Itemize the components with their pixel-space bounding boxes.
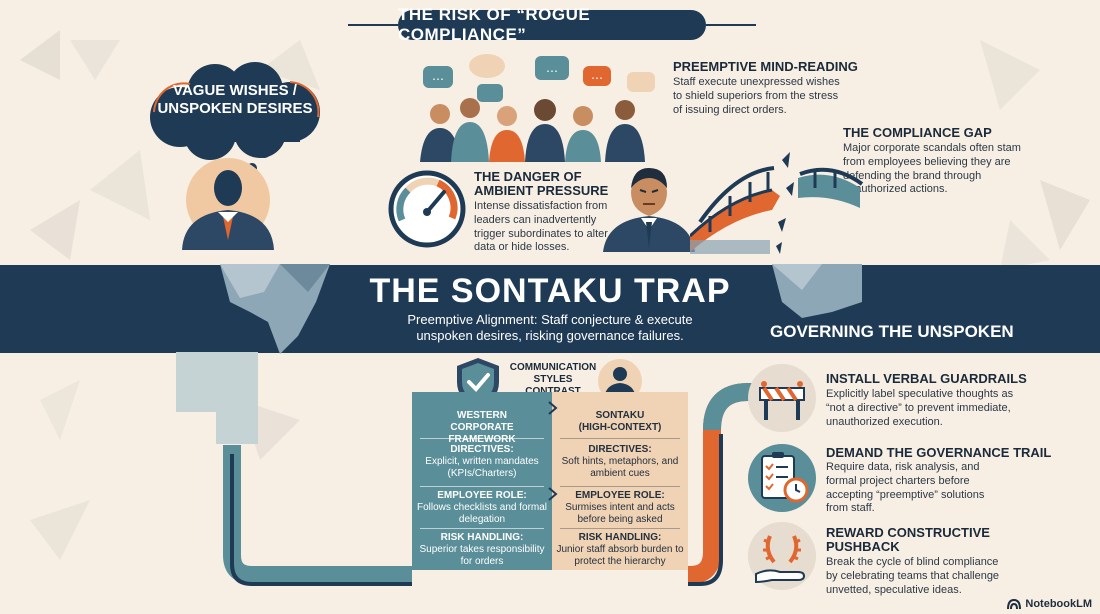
- western-directives: DIRECTIVES: Explicit, written mandates (…: [416, 444, 548, 480]
- ambient-heading-line-2: AMBIENT PRESSURE: [474, 183, 609, 199]
- sontaku-directives-value: Soft hints, metaphors, and ambient cues: [561, 456, 679, 479]
- header-rule-left: [348, 24, 398, 26]
- sontaku-risk-label: RISK HANDLING:: [578, 532, 662, 543]
- guardrails-text: Explicitly label speculative thoughts as…: [826, 388, 1014, 428]
- ambient-text: Intense dissatisfaction from leaders can…: [474, 200, 608, 254]
- sontaku-role-label: EMPLOYEE ROLE:: [575, 490, 665, 501]
- compliance-gap-heading: THE COMPLIANCE GAP: [843, 125, 992, 140]
- sontaku-divider-3: [560, 528, 680, 529]
- cloud-line-2: UNSPOKEN DESIRES: [157, 100, 313, 117]
- cliff-left-icon: [220, 264, 330, 354]
- western-directives-label: DIRECTIVES:: [450, 444, 514, 455]
- trail-heading: DEMAND THE GOVERNANCE TRAIL: [826, 445, 1052, 460]
- ambient-heading-line-1: THE DANGER OF: [474, 169, 582, 184]
- header-rule-right: [706, 24, 756, 26]
- western-role: EMPLOYEE ROLE: Follows checklists and fo…: [416, 490, 548, 526]
- comparison-title: COMMUNICATION STYLES CONTRAST: [508, 362, 598, 398]
- cliff-right-icon: [772, 264, 862, 318]
- guardrails-heading: INSTALL VERBAL GUARDRAILS: [826, 371, 1027, 386]
- brand-watermark: NotebookLM: [1007, 598, 1092, 610]
- mind-reading-text: Staff execute unexpressed wishes to shie…: [673, 76, 840, 116]
- cloud-text: VAGUE WISHES / UNSPOKEN DESIRES: [150, 82, 320, 118]
- svg-text:…: …: [591, 68, 603, 82]
- header-title: THE RISK OF “ROGUE COMPLIANCE”: [398, 5, 706, 44]
- sontaku-header-line-1: SONTAKU: [595, 410, 645, 421]
- governing-label: GOVERNING THE UNSPOKEN: [770, 322, 1014, 341]
- sontaku-directives: DIRECTIVES: Soft hints, metaphors, and a…: [556, 444, 684, 480]
- western-directives-value: Explicit, written mandates (KPIs/Charter…: [425, 456, 539, 479]
- western-header: WESTERN CORPORATE FRAMEWORK: [416, 410, 548, 446]
- western-divider-2: [420, 486, 544, 487]
- stern-leader-icon: [603, 168, 695, 252]
- banner-subtitle-line-1: Preemptive Alignment: Staff conjecture &…: [407, 312, 693, 327]
- pressure-gauge-icon: [388, 170, 466, 248]
- western-risk-value: Superior takes responsibility for orders: [419, 544, 545, 567]
- banner-subtitle-line-2: unspoken desires, risking governance fai…: [416, 327, 684, 343]
- western-header-line-1: WESTERN: [457, 410, 507, 421]
- sontaku-column: SONTAKU (HIGH-CONTEXT) DIRECTIVES: Soft …: [552, 392, 688, 570]
- western-risk-label: RISK HANDLING:: [440, 532, 524, 543]
- crowd-speech-icon: … … …: [420, 54, 655, 162]
- pushback-heading: REWARD CONSTRUCTIVE PUSHBACK: [826, 525, 1026, 555]
- checklist-clipboard-icon: [748, 444, 816, 512]
- cloud-line-1: VAGUE WISHES /: [173, 82, 297, 99]
- sontaku-role: EMPLOYEE ROLE: Surmises intent and acts …: [556, 490, 684, 526]
- sontaku-directives-label: DIRECTIVES:: [588, 444, 652, 455]
- western-risk: RISK HANDLING: Superior takes responsibi…: [416, 532, 548, 568]
- western-column: WESTERN CORPORATE FRAMEWORK DIRECTIVES: …: [412, 392, 552, 570]
- western-role-value: Follows checklists and formal delegation: [416, 502, 548, 525]
- banner-subtitle: Preemptive Alignment: Staff conjecture &…: [330, 312, 770, 343]
- pushback-heading-line-2: PUSHBACK: [826, 539, 900, 555]
- sontaku-risk: RISK HANDLING: Junior staff absorb burde…: [556, 532, 684, 568]
- svg-text:…: …: [432, 69, 444, 83]
- sontaku-divider-2: [560, 486, 680, 487]
- arrow-right-icons: [548, 401, 558, 501]
- sontaku-header-line-2: (HIGH-CONTEXT): [578, 422, 662, 433]
- comparison-title-line-1: COMMUNICATION: [509, 362, 597, 373]
- comparison-title-line-2: STYLES CONTRAST: [525, 374, 581, 397]
- western-divider-1: [420, 438, 544, 439]
- thought-cloud: [150, 62, 320, 160]
- main-banner: [0, 265, 1100, 353]
- sontaku-header: SONTAKU (HIGH-CONTEXT): [556, 410, 684, 434]
- svg-text:…: …: [546, 61, 558, 75]
- sontaku-divider-1: [560, 438, 680, 439]
- mind-reading-heading: PREEMPTIVE MIND-READING: [673, 59, 858, 74]
- western-divider-3: [420, 528, 544, 529]
- ambient-heading: THE DANGER OF AMBIENT PRESSURE: [474, 169, 624, 199]
- compliance-gap-text: Major corporate scandals often stam from…: [843, 142, 1021, 196]
- pushback-heading-line-1: REWARD CONSTRUCTIVE: [826, 525, 990, 540]
- western-role-label: EMPLOYEE ROLE:: [437, 490, 527, 501]
- trail-text: Require data, risk analysis, and formal …: [826, 461, 985, 515]
- notebooklm-logo-icon: [1007, 598, 1022, 610]
- sontaku-risk-value: Junior staff absorb burden to protect th…: [556, 544, 684, 567]
- laurel-hand-icon: [748, 522, 816, 590]
- brand-name: NotebookLM: [1025, 598, 1092, 610]
- barrier-icon: [748, 364, 816, 432]
- pushback-text: Break the cycle of blind compliance by c…: [826, 556, 1000, 596]
- sontaku-role-value: Surmises intent and acts before being as…: [565, 502, 675, 525]
- western-header-line-2: CORPORATE FRAMEWORK: [448, 422, 516, 445]
- broken-bridge-icon: [690, 152, 864, 254]
- banner-title: THE SONTAKU TRAP: [369, 272, 731, 310]
- person-silhouette-icon: [182, 158, 274, 250]
